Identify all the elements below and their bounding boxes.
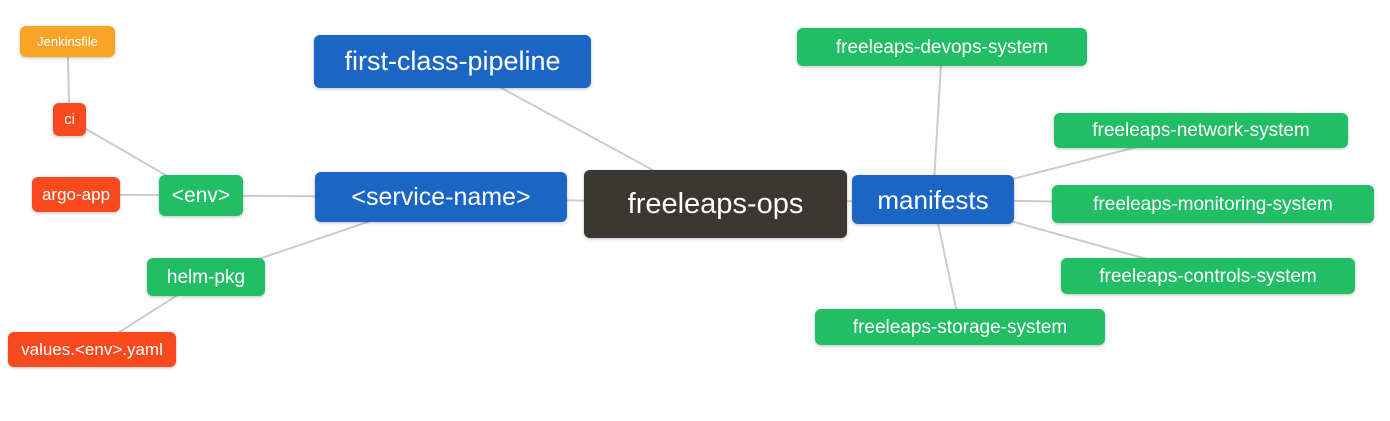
node-freeleaps-monitoring-system[interactable]: freeleaps-monitoring-system — [1052, 185, 1374, 223]
node-freeleaps-ops[interactable]: freeleaps-ops — [584, 170, 847, 238]
node-ci[interactable]: ci — [53, 103, 86, 136]
node-freeleaps-controls-system[interactable]: freeleaps-controls-system — [1061, 258, 1355, 294]
node-freeleaps-devops-system[interactable]: freeleaps-devops-system — [797, 28, 1087, 66]
node-freeleaps-storage-system[interactable]: freeleaps-storage-system — [815, 309, 1105, 345]
node-first-class-pipeline[interactable]: first-class-pipeline — [314, 35, 591, 88]
node-jenkinsfile[interactable]: Jenkinsfile — [20, 26, 115, 57]
node-freeleaps-network-system[interactable]: freeleaps-network-system — [1054, 113, 1348, 148]
node-values-env-yaml[interactable]: values.<env>.yaml — [8, 332, 176, 367]
node-manifests[interactable]: manifests — [852, 175, 1014, 224]
node-service-name[interactable]: <service-name> — [315, 172, 567, 222]
edge-manifests--freeleaps-devops-system — [932, 46, 943, 200]
node-env[interactable]: <env> — [159, 175, 243, 216]
node-argo-app[interactable]: argo-app — [32, 177, 120, 212]
node-helm-pkg[interactable]: helm-pkg — [147, 258, 265, 296]
